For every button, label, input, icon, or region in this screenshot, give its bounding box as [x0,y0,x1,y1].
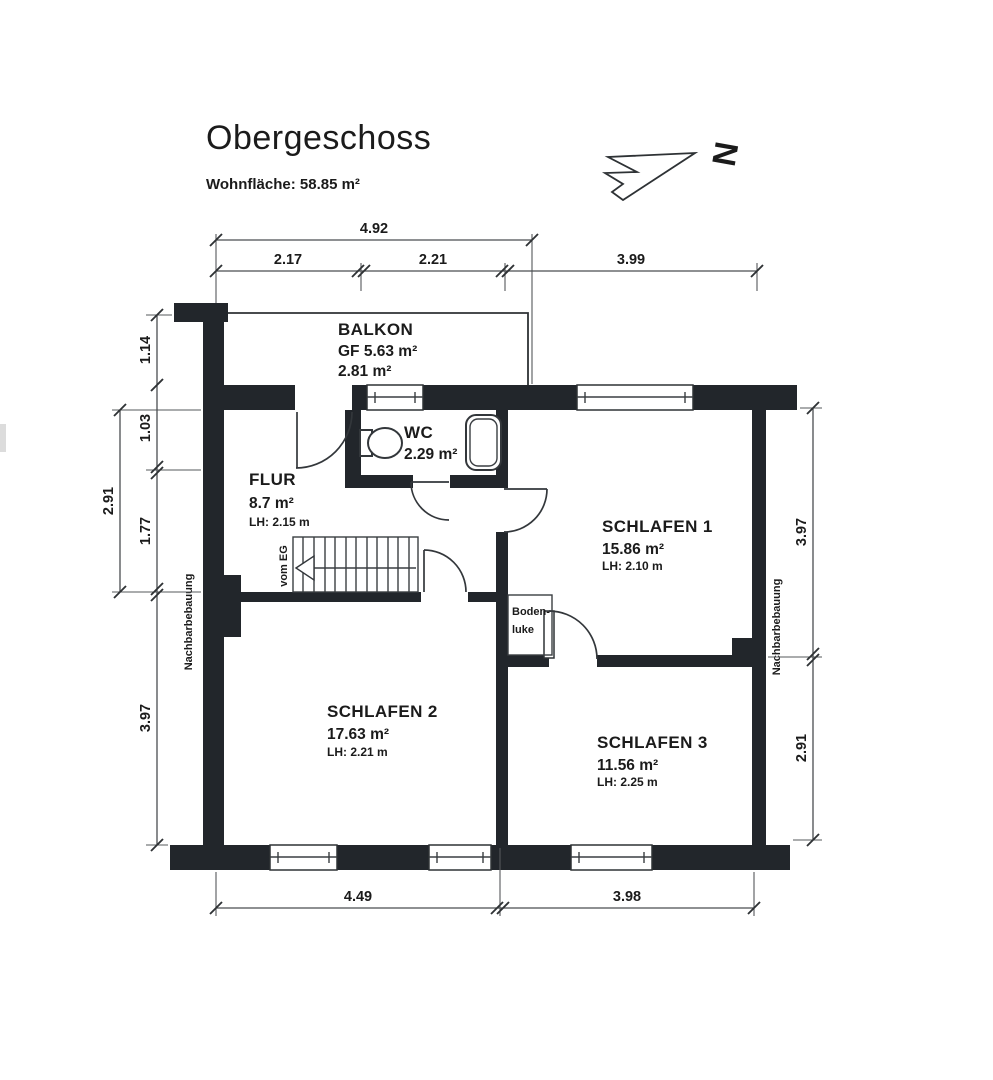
neighbor-building-label-right: Nachbarbebauung [771,579,783,676]
room-area: 15.86 m² [602,541,664,558]
doors [295,411,598,660]
dim-left-a: 1.14 [138,336,154,364]
window-schlafen1 [576,384,694,411]
room-label-balkon: BALKON GF 5.63 m² 2.81 m² [338,320,417,380]
wall-segment [496,532,508,845]
dim-top-total: 4.92 [360,221,388,237]
bathtub-inner [469,418,498,467]
room-label-schlafen1: SCHLAFEN 1 15.86 m² LH: 2.10 m [602,517,713,573]
neighbor-building-label-left: Nachbarbebauung [183,574,195,671]
room-label-schlafen3: SCHLAFEN 3 11.56 m² LH: 2.25 m [597,733,708,789]
wall-segment [752,410,766,845]
room-label-flur: FLUR 8.7 m² LH: 2.15 m [249,470,310,529]
door-schlafen2 [423,549,467,593]
fixtures [359,414,502,471]
wall-segment [423,385,577,410]
wall-segment [468,592,496,602]
balcony-outline [228,312,529,385]
room-clear-height: LH: 2.10 m [602,559,663,573]
door-balcony [295,411,353,469]
attic-hatch-label-2: luke [512,624,534,636]
attic-hatch: Boden- luke [507,594,553,656]
wall-segment [203,322,224,845]
scan-artifact [0,424,6,452]
door-schlafen3 [543,610,598,660]
dim-right-b: 2.91 [794,734,810,762]
bathtub-icon [465,414,502,471]
window-schlafen2-right [428,844,492,871]
wall-segment [491,845,571,870]
wall-segment [597,655,752,667]
windows [269,384,694,871]
wall-segment [240,592,421,602]
dim-top-b: 2.21 [419,252,447,268]
stairs-direction-label: vom EG [278,545,290,587]
room-name: SCHLAFEN 2 [327,702,438,721]
attic-hatch-box [507,594,553,656]
window-schlafen3 [570,844,653,871]
living-area-subtitle: Wohnfläche: 58.85 m² [206,176,360,193]
room-label-wc: WC 2.29 m² [404,423,457,463]
room-labels: BALKON GF 5.63 m² 2.81 m² WC 2.29 m² FLU… [249,320,713,789]
dim-right-a: 3.97 [794,518,810,546]
dim-top-a: 2.17 [274,252,302,268]
stair-treads [302,537,410,592]
room-name: SCHLAFEN 3 [597,733,708,752]
north-letter: N [705,139,746,169]
dim-bottom-a: 4.49 [344,889,372,905]
room-clear-height: LH: 2.21 m [327,745,388,759]
north-arrow-icon: N [601,139,746,202]
wall-segment [170,845,270,870]
attic-hatch-label-1: Boden- [512,606,550,618]
wall-segment [450,475,508,488]
room-clear-height: LH: 2.25 m [597,775,658,789]
dim-left-b: 1.03 [138,414,154,442]
wall-segment [652,845,790,870]
room-area: 8.7 m² [249,495,294,512]
window-schlafen2-left [269,844,338,871]
window-wc [366,384,424,411]
dimensions-right: 3.97 2.91 [768,401,822,847]
wall-segment [345,475,413,488]
dimensions-left: 1.14 1.03 1.77 3.97 2.91 [101,308,201,852]
dim-left-total: 2.91 [101,487,117,515]
room-name: SCHLAFEN 1 [602,517,713,536]
wall-segment [224,575,241,637]
room-label-schlafen2: SCHLAFEN 2 17.63 m² LH: 2.21 m [327,702,438,759]
room-area: 11.56 m² [597,757,658,774]
dim-top-c: 3.99 [617,252,645,268]
room-clear-height: LH: 2.15 m [249,515,310,529]
title-block: Obergeschoss Wohnfläche: 58.85 m² [206,119,431,193]
wall-segment [345,410,361,475]
wall-segment [352,385,367,410]
dimensions-bottom: 4.49 3.98 [209,848,761,916]
stairs-direction-arrow-icon [294,554,315,582]
walls [170,303,797,870]
toilet-icon [367,427,403,459]
wall-segment [337,845,429,870]
room-name: FLUR [249,470,296,489]
dim-bottom-b: 3.98 [613,889,641,905]
room-name: BALKON [338,320,413,339]
door-wc [410,481,450,521]
page-title: Obergeschoss [206,119,431,157]
staircase: vom EG [278,536,419,593]
wall-segment [174,303,228,322]
wall-segment [224,385,295,410]
room-area: 17.63 m² [327,726,389,743]
dim-left-c: 1.77 [138,517,154,545]
room-gf: GF 5.63 m² [338,343,417,360]
north-arrow-shape [601,151,699,202]
dimensions-top: 4.92 2.17 2.21 3.99 [209,221,764,384]
door-schlafen1 [503,488,548,533]
wall-segment [693,385,797,410]
dim-left-d: 3.97 [138,704,154,732]
room-area: 2.81 m² [338,363,391,380]
wall-segment [508,655,549,667]
room-area: 2.29 m² [404,446,457,463]
room-name: WC [404,423,433,442]
